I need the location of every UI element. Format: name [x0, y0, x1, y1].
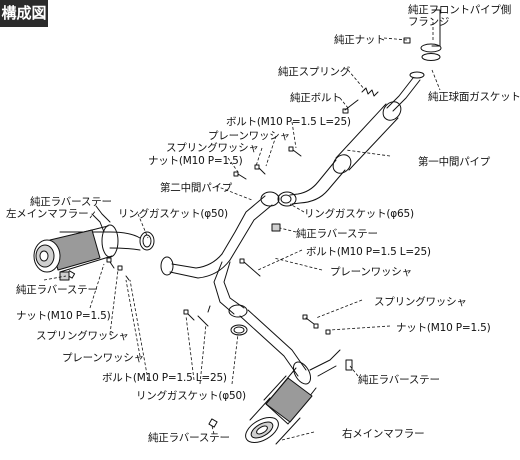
label-ring-gasket-50-lower: リングガスケット(φ50) — [136, 390, 246, 402]
label-left-main-muffler: 左メインマフラー — [6, 208, 89, 220]
label-stock-bolt: 純正ボルト — [290, 92, 342, 104]
label-stock-spring: 純正スプリング — [278, 66, 351, 78]
label-spring-washer-left: スプリングワッシャ — [36, 330, 129, 342]
label-stock-ball-gasket: 純正球面ガスケット — [428, 91, 520, 103]
label-front-pipe-flange-line1: 純正フロントパイプ側 — [408, 4, 511, 16]
label-plain-washer-right: プレーンワッシャ — [330, 266, 412, 278]
stock-spring-part — [361, 87, 379, 97]
front-pipe-flange — [409, 9, 442, 79]
left-main-muffler — [33, 205, 141, 273]
label-bolt-m10-center: ボルト(M10 P=1.5 L=25) — [306, 246, 431, 258]
label-right-main-muffler: 右メインマフラー — [342, 428, 425, 440]
stock-nut-part — [403, 37, 411, 44]
label-bolt-m10-upper: ボルト(M10 P=1.5 L=25) — [226, 116, 351, 128]
label-nut-m10-right: ナット(M10 P=1.5) — [396, 322, 491, 334]
label-spring-washer-right: スプリングワッシャ — [374, 296, 467, 308]
right-main-muffler — [239, 309, 341, 445]
label-nut-m10-upper: ナット(M10 P=1.5) — [148, 155, 243, 167]
label-first-mid-pipe: 第一中間パイプ — [418, 156, 491, 168]
label-nut-m10-left: ナット(M10 P=1.5) — [16, 310, 111, 322]
label-stock-rubber-stay-center: 純正ラバーステー — [296, 228, 378, 240]
second-mid-pipe — [169, 195, 273, 315]
label-stock-rubber-stay-right: 純正ラバーステー — [358, 374, 440, 386]
diagram-title: 構成図 — [0, 0, 48, 27]
label-stock-rubber-stay-left: 純正ラバーステー — [16, 284, 98, 296]
ring-gasket-50-upper-part — [139, 231, 174, 276]
label-plain-washer-left: プレーンワッシャ — [62, 352, 144, 364]
first-mid-pipe — [289, 77, 421, 205]
label-spring-washer-upper: スプリングワッシャ — [166, 142, 259, 154]
stock-bolt-part — [342, 99, 359, 114]
label-stock-rubber-stay-bottom: 純正ラバーステー — [148, 432, 230, 444]
label-ring-gasket-50-upper: リングガスケット(φ50) — [118, 208, 228, 220]
label-stock-rubber-stay-top-left: 純正ラバーステー — [30, 196, 112, 208]
label-plain-washer-upper: プレーンワッシャ — [208, 130, 290, 142]
flange-65 — [260, 191, 297, 207]
leader-lines — [43, 22, 441, 441]
label-front-pipe-flange-line2: フランジ — [408, 16, 450, 28]
label-bolt-m10-lower: ボルト(M10 P=1.5 L=25) — [102, 372, 227, 384]
ring-gasket-50-lower-part — [228, 304, 248, 336]
fasteners-upper — [233, 146, 302, 180]
label-second-mid-pipe: 第二中間パイプ — [160, 182, 233, 194]
label-stock-nut: 純正ナット — [334, 34, 386, 46]
label-ring-gasket-65: リングガスケット(φ65) — [304, 208, 414, 220]
